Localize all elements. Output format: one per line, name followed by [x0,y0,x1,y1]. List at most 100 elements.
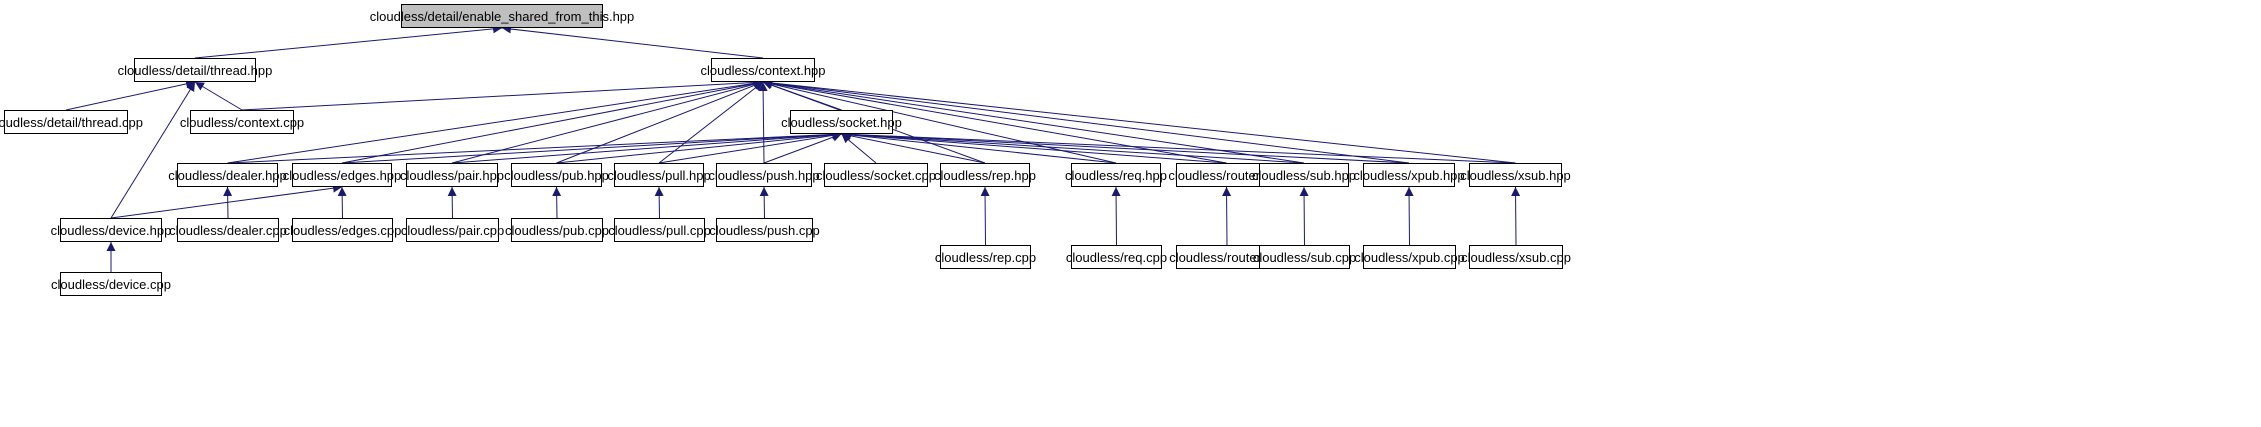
edge-thread_cpp-to-thread_hpp [65,79,196,111]
edge-edges_hpp-to-context_hpp [341,79,764,164]
edge-rep_cpp-to-rep_hpp [980,186,990,246]
node-label: cloudless/pub.cpp [504,222,610,238]
edge-dealer_hpp-to-context_hpp [227,78,764,164]
node-label: cloudless/socket.cpp [816,167,936,183]
node-device-hpp[interactable]: cloudless/device.hpp [51,218,171,242]
edge-context_cpp-to-thread_hpp [194,81,243,111]
edge-router_cpp-to-router_hpp [1222,186,1232,246]
edge-pull_cpp-to-pull_hpp [654,186,664,219]
node-socket-cpp[interactable]: cloudless/socket.cpp [816,163,936,187]
node-label: cloudless/sub.cpp [1252,249,1357,265]
node-xsub-cpp[interactable]: cloudless/xsub.cpp [1461,245,1571,269]
node-pair-hpp[interactable]: cloudless/pair.hpp [400,163,504,187]
node-req-hpp[interactable]: cloudless/req.hpp [1065,163,1167,187]
edge-device_hpp-to-thread_hpp [110,81,196,219]
node-label: cloudless/push.cpp [709,222,820,238]
edge-req_hpp-to-context_hpp [762,79,1117,164]
node-edges-cpp[interactable]: cloudless/edges.cpp [284,218,401,242]
node-label: cloudless/xpub.hpp [1353,167,1465,183]
node-pub-cpp[interactable]: cloudless/pub.cpp [505,218,609,242]
node-label: cloudless/pair.hpp [399,167,505,183]
edge-dealer_hpp-to-socket_hpp [227,129,842,164]
node-label: cloudless/detail/thread.hpp [117,62,273,78]
node-dealer-hpp[interactable]: cloudless/dealer.hpp [168,163,287,187]
node-rep-cpp[interactable]: cloudless/rep.cpp [935,245,1036,269]
node-label: cloudless/detail/enable_shared_from_this… [369,8,635,24]
node-xsub-hpp[interactable]: cloudless/xsub.hpp [1460,163,1571,187]
node-label: cloudless/sub.hpp [1251,167,1357,183]
node-label: cloudless/pair.cpp [400,222,505,238]
node-label: cloudless/pull.hpp [607,167,711,183]
edge-device_hpp-to-edges_hpp [110,183,343,219]
node-label: cloudless/detail/thread.cpp [0,114,143,130]
edge-router_hpp-to-socket_hpp [841,130,1227,164]
edge-edges_hpp-to-socket_hpp [341,130,842,164]
node-detail-thread-hpp[interactable]: cloudless/detail/thread.hpp [118,58,272,82]
node-push-hpp[interactable]: cloudless/push.hpp [708,163,820,187]
node-label: cloudless/edges.cpp [283,222,402,238]
edge-context_cpp-to-context_hpp [241,77,764,111]
node-device-cpp[interactable]: cloudless/device.cpp [51,272,171,296]
node-label: cloudless/req.hpp [1065,167,1167,183]
node-push-cpp[interactable]: cloudless/push.cpp [709,218,820,242]
edge-xpub_hpp-to-socket_hpp [841,129,1410,164]
node-label: cloudless/edges.hpp [282,167,402,183]
node-req-cpp[interactable]: cloudless/req.cpp [1066,245,1167,269]
node-xpub-hpp[interactable]: cloudless/xpub.hpp [1353,163,1465,187]
edge-pull_hpp-to-socket_hpp [658,130,842,164]
edge-xsub_hpp-to-socket_hpp [841,129,1516,164]
node-label: cloudless/push.hpp [708,167,820,183]
node-dealer-cpp[interactable]: cloudless/dealer.cpp [169,218,287,242]
node-detail-thread-cpp[interactable]: cloudless/detail/thread.cpp [0,110,143,134]
edge-push_cpp-to-push_hpp [759,186,769,219]
node-label: cloudless/xpub.cpp [1354,249,1465,265]
edge-xsub_hpp-to-context_hpp [762,78,1516,164]
edge-req_cpp-to-req_hpp [1111,186,1121,246]
edge-sub_hpp-to-context_hpp [762,78,1305,164]
edge-xsub_cpp-to-xsub_hpp [1511,186,1521,246]
node-context-cpp[interactable]: cloudless/context.cpp [180,110,304,134]
edge-pull_hpp-to-context_hpp [658,81,764,164]
node-label: cloudless/req.cpp [1065,249,1168,265]
edge-rep_hpp-to-socket_hpp [841,131,986,164]
edge-sub_cpp-to-sub_hpp [1299,186,1309,246]
node-label: cloudless/rep.cpp [934,249,1037,265]
node-label: cloudless/xsub.cpp [1461,249,1571,265]
node-sub-cpp[interactable]: cloudless/sub.cpp [1253,245,1356,269]
node-pub-hpp[interactable]: cloudless/pub.hpp [504,163,609,187]
edge-thread_hpp-to-esft [194,24,503,59]
node-enable-shared-from-this-hpp: cloudless/detail/enable_shared_from_this… [370,4,634,28]
node-label: cloudless/rep.hpp [934,167,1036,183]
edge-pub_hpp-to-socket_hpp [556,130,842,164]
edge-context_hpp-to-esft [501,24,764,59]
node-label: cloudless/context.cpp [179,114,305,130]
node-label: cloudless/device.cpp [51,276,171,292]
edge-push_hpp-to-context_hpp [758,81,768,164]
node-label: cloudless/dealer.hpp [168,167,287,183]
node-xpub-cpp[interactable]: cloudless/xpub.cpp [1354,245,1465,269]
node-label: cloudless/pull.cpp [608,222,711,238]
node-label: cloudless/socket.hpp [781,114,902,130]
node-rep-hpp[interactable]: cloudless/rep.hpp [934,163,1036,187]
node-edges-hpp[interactable]: cloudless/edges.hpp [283,163,401,187]
node-label: cloudless/pub.hpp [504,167,609,183]
node-label: cloudless/dealer.cpp [169,222,287,238]
edge-pair_cpp-to-pair_hpp [447,186,457,219]
node-pair-cpp[interactable]: cloudless/pair.cpp [401,218,504,242]
edge-pair_hpp-to-socket_hpp [451,130,842,164]
node-pull-hpp[interactable]: cloudless/pull.hpp [607,163,711,187]
edge-pub_cpp-to-pub_hpp [552,186,562,219]
node-socket-hpp[interactable]: cloudless/socket.hpp [781,110,902,134]
node-sub-hpp[interactable]: cloudless/sub.hpp [1252,163,1356,187]
edge-push_hpp-to-socket_hpp [763,132,842,164]
edge-pair_hpp-to-context_hpp [451,79,764,164]
edge-socket_cpp-to-socket_hpp [841,133,877,164]
edge-xpub_cpp-to-xpub_hpp [1404,186,1414,246]
edge-xpub_hpp-to-context_hpp [762,78,1410,164]
node-pull-cpp[interactable]: cloudless/pull.cpp [608,218,711,242]
node-label: cloudless/context.hpp [700,62,826,78]
edge-sub_hpp-to-socket_hpp [841,130,1305,164]
edge-req_hpp-to-socket_hpp [841,130,1117,164]
node-context-hpp[interactable]: cloudless/context.hpp [700,58,826,82]
